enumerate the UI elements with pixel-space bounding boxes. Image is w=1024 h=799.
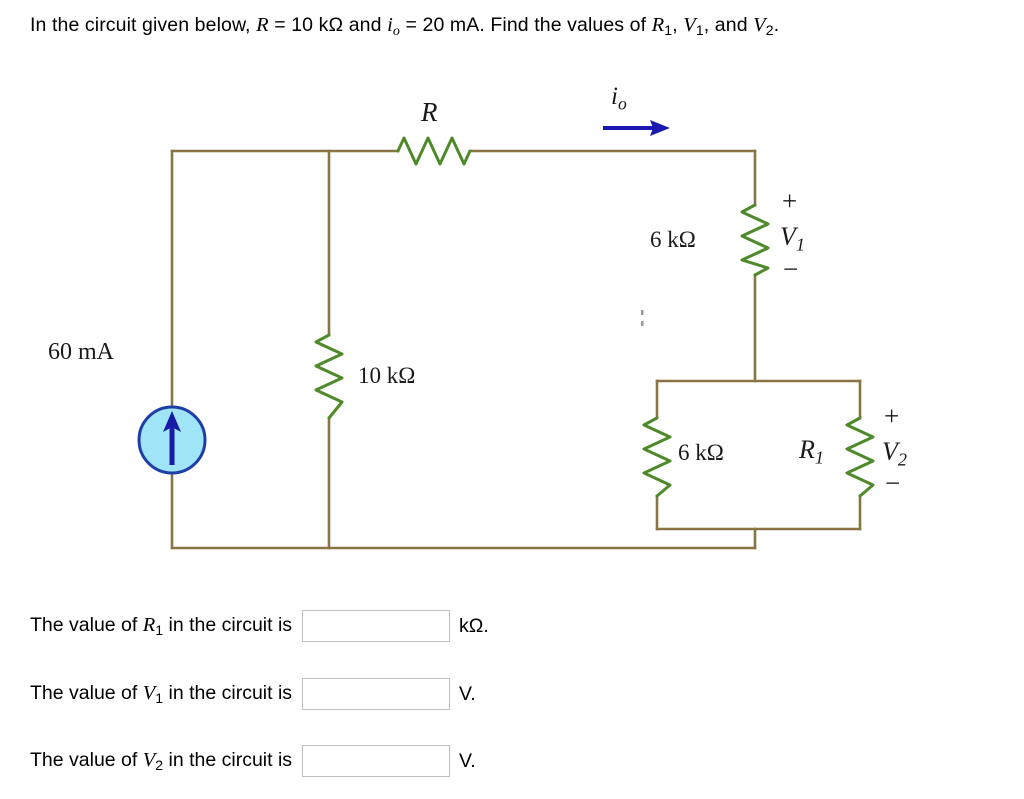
answer-suffix-v2: in the circuit is	[163, 749, 293, 772]
answer-row-r1: The value of R1 in the circuit is kΩ.	[30, 608, 489, 644]
label-resistor-10k: 10 kΩ	[358, 363, 416, 388]
answer-var-sub-v2: 2	[155, 756, 164, 773]
label-v2-minus: −	[885, 468, 901, 498]
answer-label-v1: The value of V1 in the circuit is	[30, 682, 292, 706]
scan-artifact-dots	[641, 310, 644, 326]
current-source-symbol	[137, 405, 207, 475]
problem-var-V2-sub: 2	[765, 21, 774, 38]
problem-text-6: .	[773, 14, 780, 36]
problem-text-3: = 20 mA. Find the values of	[399, 14, 652, 36]
answer-input-v1[interactable]	[302, 678, 451, 710]
current-io-arrow	[603, 120, 670, 136]
problem-var-io-sub: o	[392, 22, 400, 39]
problem-statement: In the circuit given below, R = 10 kΩ an…	[30, 12, 1010, 44]
circuit-schematic-svg	[137, 120, 875, 550]
problem-var-R1-sub: 1	[664, 21, 673, 38]
label-source-60ma: 60 mA	[48, 339, 114, 365]
answer-prefix-r1: The value of	[30, 614, 143, 637]
label-v1-plus: +	[782, 186, 798, 216]
resistor-R-zigzag	[396, 136, 472, 166]
current-source-arrow-head	[163, 411, 181, 432]
problem-var-io: i	[387, 14, 393, 36]
answer-prefix-v2: The value of	[30, 749, 143, 772]
circuit-wires	[170, 149, 862, 550]
io-arrow-head	[650, 120, 670, 136]
label-r1-base: R	[799, 435, 815, 464]
problem-text-5: , and	[703, 14, 754, 36]
label-v2-sub: 2	[897, 449, 907, 470]
circuit-diagram: R io 60 mA 10 kΩ 6 kΩ + V1 − 6 kΩ R1 + V…	[0, 80, 1024, 580]
answer-unit-r1: kΩ.	[459, 614, 489, 637]
label-v1-sub: 1	[795, 234, 805, 255]
answer-unit-v1: V.	[459, 682, 476, 705]
label-r1: R1	[799, 435, 824, 468]
label-resistor-R: R	[421, 97, 438, 127]
resistor-6k-bottom-zigzag	[642, 416, 672, 498]
problem-text-2: = 10 kΩ and	[268, 14, 388, 36]
problem-text-1: In the circuit given below,	[30, 14, 257, 36]
answer-label-v2: The value of V2 in the circuit is	[30, 749, 292, 773]
label-v2-plus: +	[884, 401, 900, 431]
resistor-6k-top-zigzag	[740, 203, 770, 277]
answer-var-sub-v1: 1	[155, 689, 164, 706]
circuit-resistors	[314, 136, 875, 498]
label-v1: V1	[780, 222, 805, 255]
answer-unit-v2: V.	[459, 749, 476, 772]
answer-var-v2: V	[142, 749, 156, 772]
label-v1-base: V	[780, 222, 796, 251]
label-r1-sub: 1	[814, 447, 824, 468]
label-current-io-sub: o	[617, 93, 627, 114]
problem-var-R1: R	[651, 14, 665, 36]
answer-prefix-v1: The value of	[30, 682, 143, 705]
label-current-io: io	[611, 83, 627, 114]
resistor-10k-zigzag	[314, 333, 344, 420]
answer-suffix-v1: in the circuit is	[163, 682, 293, 705]
problem-var-V1-sub: 1	[695, 21, 704, 38]
answer-var-sub-r1: 1	[155, 621, 164, 638]
problem-var-V1: V	[683, 14, 696, 36]
label-current-io-base: i	[611, 83, 618, 110]
problem-var-R: R	[256, 14, 269, 36]
label-v2: V2	[882, 437, 907, 470]
answer-input-r1[interactable]	[302, 610, 451, 642]
label-resistor-6k-bottom: 6 kΩ	[678, 440, 724, 465]
answer-var-r1: R	[142, 614, 156, 637]
label-v1-minus: −	[783, 254, 799, 284]
answer-input-v2[interactable]	[302, 745, 451, 777]
answer-row-v1: The value of V1 in the circuit is V.	[30, 676, 476, 712]
label-resistor-6k-top: 6 kΩ	[650, 227, 696, 252]
label-v2-base: V	[882, 437, 898, 466]
problem-text-4: ,	[672, 14, 684, 36]
resistor-R1-zigzag	[845, 416, 875, 498]
problem-var-V2: V	[753, 14, 766, 36]
answer-suffix-r1: in the circuit is	[163, 614, 293, 637]
answer-var-v1: V	[142, 682, 156, 705]
answer-label-r1: The value of R1 in the circuit is	[30, 614, 292, 638]
answer-row-v2: The value of V2 in the circuit is V.	[30, 743, 476, 779]
